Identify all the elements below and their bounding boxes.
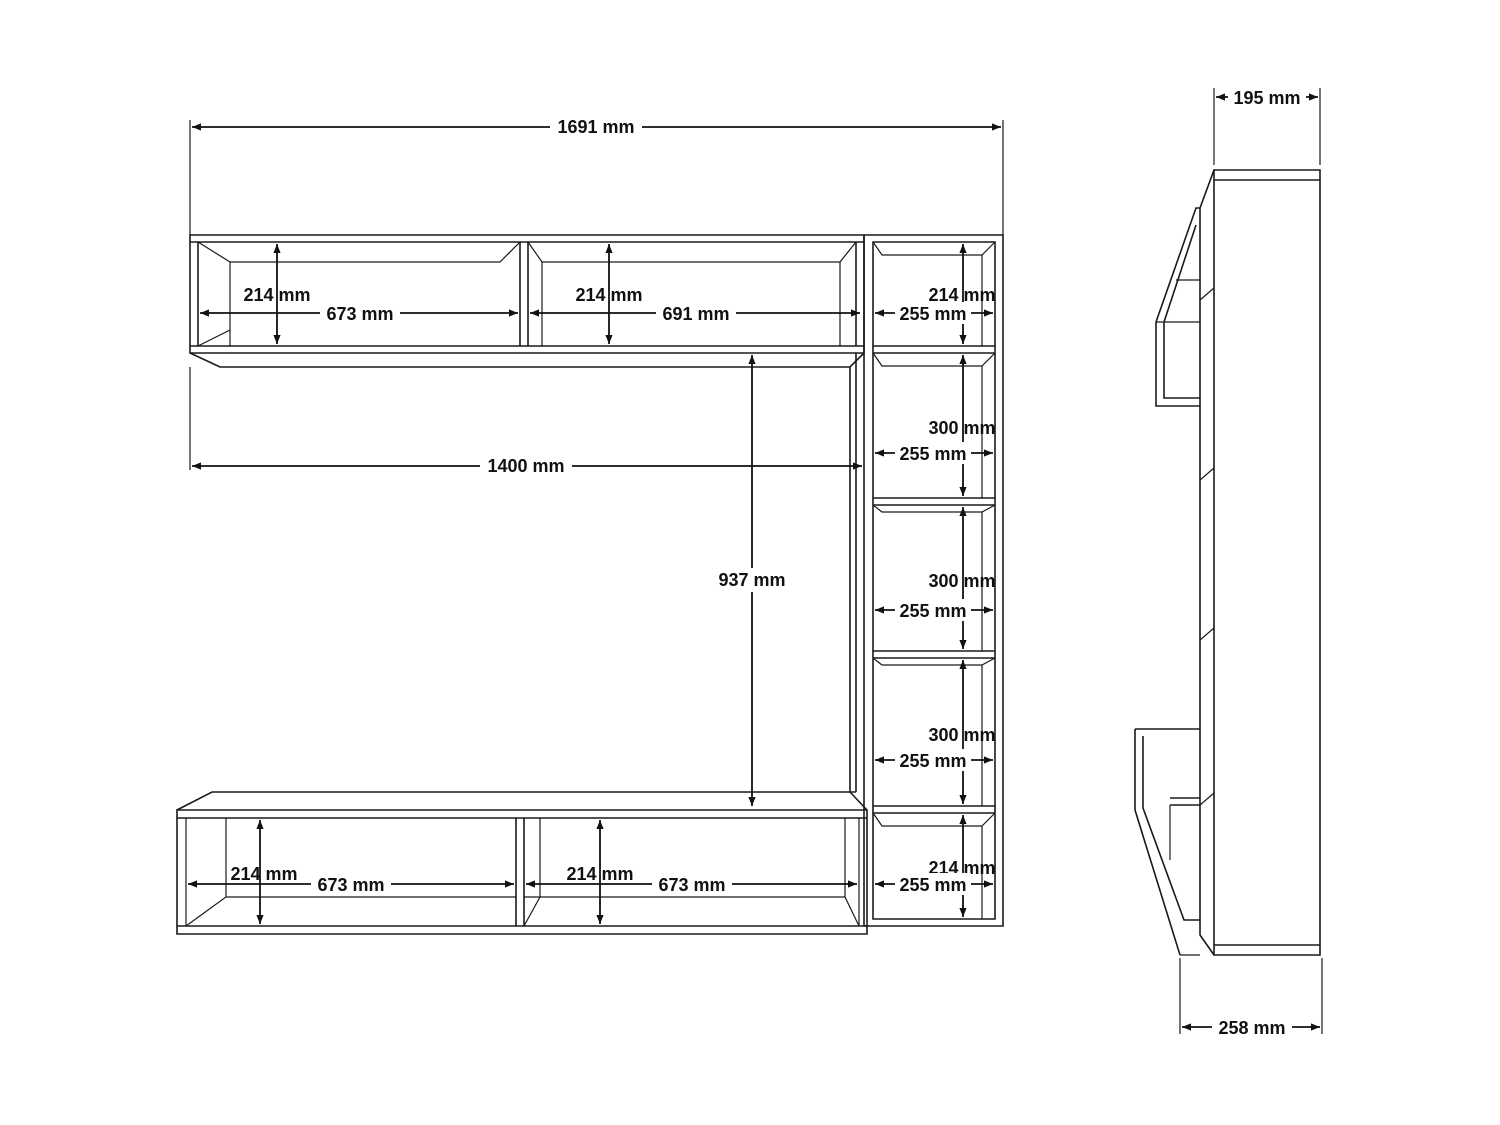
dimension-top-middle-cell: 214 mm 691 mm	[530, 244, 860, 344]
right-tower-unit	[863, 234, 1004, 927]
dimension-top-left-cell: 214 mm 673 mm	[200, 244, 518, 344]
side-top-shelf	[1155, 207, 1200, 407]
tower-depth-label: 195 mm	[1233, 88, 1300, 108]
dimension-tv-opening-width: 1400 mm	[192, 454, 862, 478]
top-middle-cell-height-label: 214 mm	[575, 285, 642, 305]
side-view: 195 mm 258 mm	[1134, 86, 1323, 1038]
side-tower-panel	[1213, 169, 1321, 956]
bottom-left-cell-width-label: 673 mm	[317, 875, 384, 895]
top-shelf-unit	[189, 234, 865, 368]
tv-opening-height-label: 937 mm	[718, 570, 785, 590]
top-middle-cell-width-label: 691 mm	[662, 304, 729, 324]
tower-top-cell-height-label: 214 mm	[928, 285, 995, 305]
tower-cell-2-height-label: 300 mm	[928, 418, 995, 438]
overall-width-label: 1691 mm	[557, 117, 634, 137]
dimension-tower-cell-2: 300 mm 255 mm	[875, 355, 996, 496]
dimension-tower-bottom-cell: 214 mm 255 mm	[875, 815, 996, 917]
dimension-base-depth: 258 mm	[1182, 1016, 1320, 1038]
dimension-tv-opening-height: 937 mm	[712, 355, 792, 806]
dimension-tower-depth: 195 mm	[1216, 86, 1318, 108]
overall-width-extension	[189, 120, 1004, 235]
dimension-bottom-left-cell: 214 mm 673 mm	[188, 820, 514, 924]
dimension-tower-cell-4: 300 mm 255 mm	[875, 660, 996, 804]
tower-cell-3-width-label: 255 mm	[899, 601, 966, 621]
tower-front-edge	[849, 353, 857, 793]
front-view: 1691 mm 1400 mm 937 mm 214 mm 673 mm 214…	[176, 115, 1004, 935]
dimension-bottom-right-cell: 214 mm 673 mm	[526, 820, 857, 924]
tower-top-cell-width-label: 255 mm	[899, 304, 966, 324]
dimension-overall-width: 1691 mm	[192, 115, 1001, 139]
tower-cell-3-height-label: 300 mm	[928, 571, 995, 591]
tv-bench-unit	[176, 791, 868, 935]
tower-depth-extension	[1213, 88, 1321, 165]
top-left-cell-width-label: 673 mm	[326, 304, 393, 324]
bottom-right-cell-width-label: 673 mm	[658, 875, 725, 895]
top-left-cell-height-label: 214 mm	[243, 285, 310, 305]
tower-cell-4-width-label: 255 mm	[899, 751, 966, 771]
tv-opening-width-label: 1400 mm	[487, 456, 564, 476]
tower-bottom-cell-width-label: 255 mm	[899, 875, 966, 895]
tower-cell-2-width-label: 255 mm	[899, 444, 966, 464]
dimension-tower-cell-3: 300 mm 255 mm	[875, 507, 996, 649]
tower-cell-4-height-label: 300 mm	[928, 725, 995, 745]
bottom-right-cell-height-label: 214 mm	[566, 864, 633, 884]
base-depth-label: 258 mm	[1218, 1018, 1285, 1038]
bottom-left-cell-height-label: 214 mm	[230, 864, 297, 884]
base-depth-extension	[1179, 958, 1323, 1034]
side-bench	[1134, 728, 1200, 956]
dimension-tower-top-cell: 214 mm 255 mm	[875, 244, 996, 344]
